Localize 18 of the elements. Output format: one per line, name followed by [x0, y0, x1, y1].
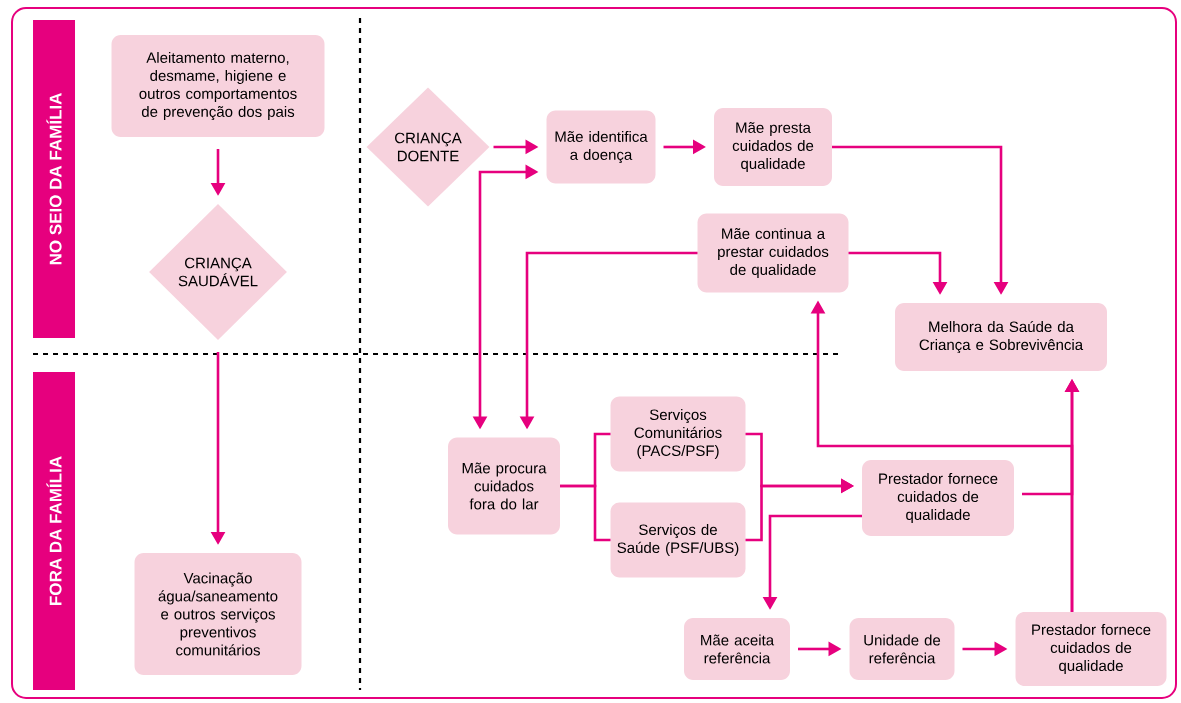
process-box: Vacinação água/saneamento e outros serviços preventivos comunitários [134, 553, 302, 675]
connector-line [560, 484, 611, 542]
section-band: NO SEIO DA FAMÍLIA [33, 20, 75, 338]
diamond-node: CRIANÇA SAUDÁVEL [149, 204, 287, 340]
process-box: Unidade de referência [849, 618, 955, 680]
process-box: Serviços Comunitários (PACS/PSF) [610, 396, 746, 472]
process-box: Mãe continua a prestar cuidados de qualidade [697, 213, 849, 293]
process-box: Serviços de Saúde (PSF/UBS) [610, 502, 746, 578]
process-box: Mãe presta cuidados de qualidade [714, 108, 832, 186]
process-box: Prestador fornece cuidados de qualidade [862, 460, 1014, 536]
process-box: Mãe aceita referência [684, 618, 790, 680]
process-box: Aleitamento materno, desmame, higiene e outros comportamentos de prevenção dos pais [111, 35, 325, 137]
process-box: Melhora da Saúde da Criança e Sobrevivência [895, 303, 1107, 371]
diamond-node: CRIANÇA DOENTE [366, 87, 490, 207]
section-band: FORA DA FAMÍLIA [33, 372, 75, 690]
process-box: Prestador fornece cuidados de qualidade [1015, 612, 1167, 686]
process-box: Mãe identifica a doença [546, 110, 656, 184]
process-box: Mãe procura cuidados fora do lar [448, 437, 560, 535]
